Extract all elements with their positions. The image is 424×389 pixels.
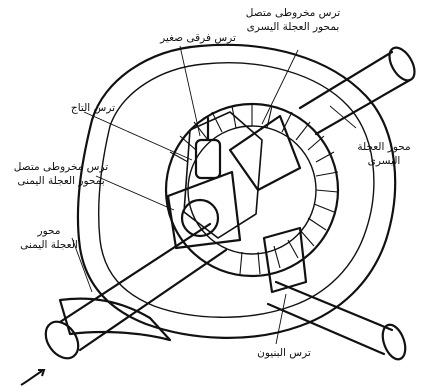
housing-inner-rim	[99, 63, 374, 318]
left-axle-end	[384, 43, 419, 84]
label-crown-gear: ترس التاج	[56, 101, 130, 115]
label-left-axle: محور العجلة اليسرى	[344, 140, 424, 168]
lower-housing-arm	[60, 299, 170, 340]
left-axle-shaft	[300, 52, 410, 134]
curved-arrow-icon	[18, 368, 48, 388]
label-small-spider-gear: ترس فرقى صغير	[148, 31, 248, 45]
pinion-shaft-end	[378, 322, 409, 363]
label-right-axle: محور العجلة اليمنى	[6, 224, 92, 252]
pinion-shaft	[268, 282, 392, 354]
pinion-gear	[264, 228, 306, 292]
label-right-bevel-gear: ترس مخروطى متصل بمحور العجلة اليمنى	[0, 160, 122, 188]
label-left-bevel-gear: ترس مخروطى متصل بمحور العجلة اليسرى	[218, 6, 368, 34]
label-pinion-gear: ترس البنيون	[244, 346, 324, 360]
leader-lines	[72, 46, 356, 344]
small-spider-gear	[196, 140, 220, 178]
differential-housing	[78, 45, 395, 338]
right-axle-end	[39, 316, 85, 365]
